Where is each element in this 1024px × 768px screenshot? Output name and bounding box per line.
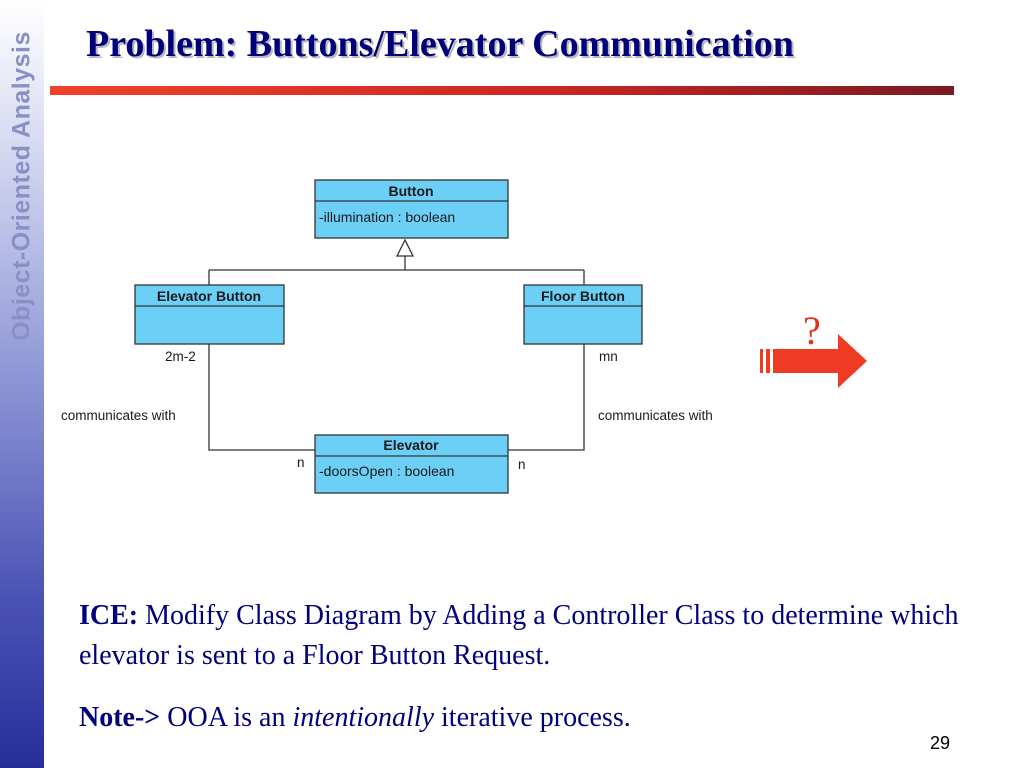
class-floor-button-name: Floor Button	[541, 288, 625, 304]
right-bottom-multiplicity: n	[518, 457, 526, 472]
note-label: Note->	[79, 702, 161, 733]
ice-paragraph: ICE: Modify Class Diagram by Adding a Co…	[79, 596, 979, 676]
generalization-arrow-icon	[395, 238, 415, 257]
class-elevator-button-name: Elevator Button	[157, 288, 261, 304]
ice-text: Modify Class Diagram by Adding a Control…	[79, 600, 959, 671]
slide-title: Problem: Buttons/Elevator Communication	[86, 23, 794, 65]
class-button-name: Button	[388, 183, 433, 199]
association-line-right	[508, 344, 585, 451]
class-floor-button: Floor Button	[523, 284, 643, 345]
class-elevator-name: Elevator	[383, 437, 439, 453]
class-button: Button -illumination : boolean	[314, 179, 509, 239]
class-elevator-button: Elevator Button	[134, 284, 285, 345]
note-paragraph: Note-> OOA is an intentionally iterative…	[79, 698, 979, 738]
class-elevator-attribute: -doorsOpen : boolean	[319, 463, 454, 479]
right-top-multiplicity: mn	[599, 349, 618, 364]
left-top-multiplicity: 2m-2	[165, 349, 196, 364]
title-underline-rule	[50, 86, 954, 95]
class-button-attribute: -illumination : boolean	[319, 209, 455, 225]
question-mark: ?	[803, 308, 821, 353]
right-association-label: communicates with	[598, 408, 713, 423]
left-bottom-multiplicity: n	[297, 455, 305, 470]
right-arrow-icon	[760, 334, 867, 388]
note-text-italic: intentionally	[292, 702, 435, 733]
class-elevator: Elevator -doorsOpen : boolean	[314, 434, 509, 494]
page-number: 29	[930, 733, 951, 753]
sidebar-gradient-bar	[0, 0, 44, 768]
left-association-label: communicates with	[61, 408, 176, 423]
note-text-pre: OOA is an	[160, 702, 293, 733]
note-text-post: iterative process.	[434, 702, 631, 733]
ice-label: ICE:	[79, 600, 139, 631]
generalization-lines	[208, 255, 585, 285]
association-line-left	[208, 344, 315, 451]
